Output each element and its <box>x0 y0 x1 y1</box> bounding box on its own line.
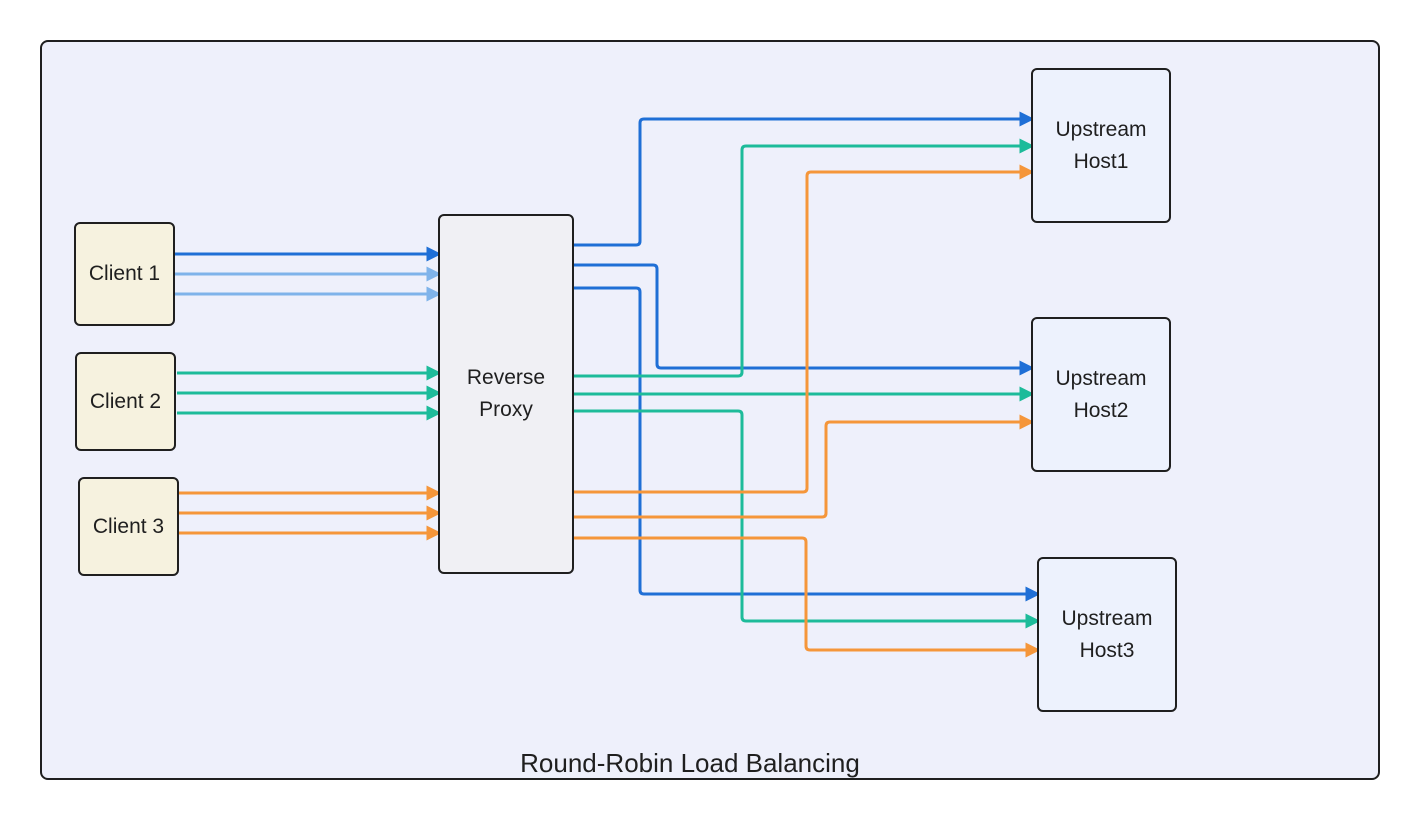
flow-proxy-to-host1 <box>574 111 1035 247</box>
flow-proxy-to-host2 <box>574 414 1035 519</box>
flow-proxy-to-host1 <box>569 138 1035 378</box>
client-3-node[interactable]: Client 3 <box>78 477 179 576</box>
client-2-node[interactable]: Client 2 <box>75 352 176 451</box>
client-2-label: Client 2 <box>89 389 162 413</box>
upstream-host-1-label: Upstream Host1 <box>1055 117 1147 173</box>
upstream-host-2-label: Upstream Host2 <box>1055 366 1147 422</box>
reverse-proxy-node[interactable]: Reverse Proxy <box>438 214 574 574</box>
upstream-host-3-node[interactable]: Upstream Host3 <box>1037 557 1177 712</box>
flow-proxy-to-host3 <box>574 286 1041 602</box>
diagram-title: Round-Robin Load Balancing <box>520 748 860 778</box>
client-1-label: Client 1 <box>88 262 161 285</box>
upstream-host-2-node[interactable]: Upstream Host2 <box>1031 317 1171 472</box>
flow-proxy-to-host3 <box>574 536 1041 658</box>
upstream-host-3-label: Upstream Host3 <box>1061 606 1153 662</box>
flow-proxy-to-host2 <box>574 263 1035 376</box>
client-3-label: Client 3 <box>92 514 165 538</box>
client-1-node[interactable]: Client 1 <box>74 222 175 326</box>
reverse-proxy-label: Reverse Proxy <box>466 366 546 421</box>
flow-proxy-to-host1 <box>566 164 1035 494</box>
upstream-host-1-node[interactable]: Upstream Host1 <box>1031 68 1171 223</box>
